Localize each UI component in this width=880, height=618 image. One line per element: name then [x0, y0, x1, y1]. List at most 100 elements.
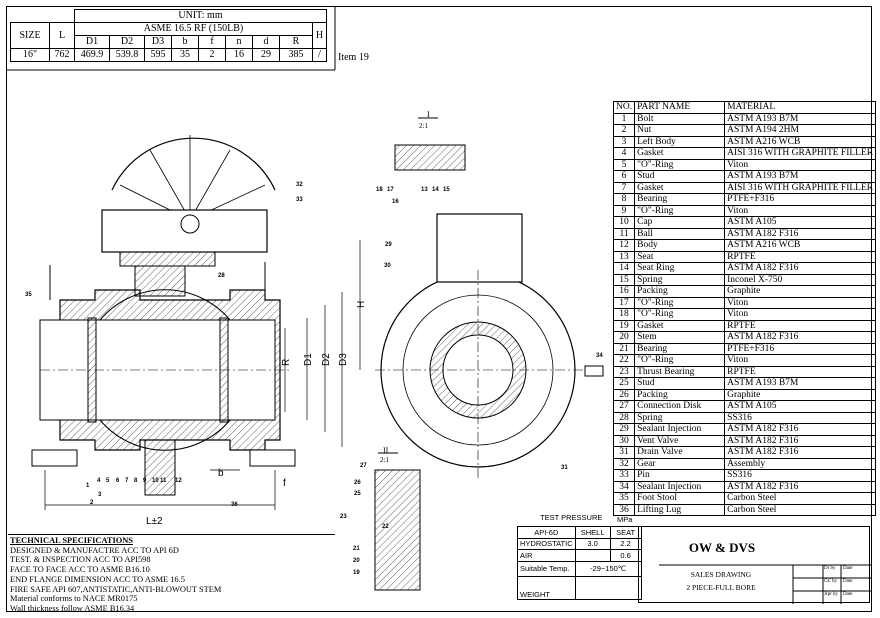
detail-i-label: I [427, 110, 430, 119]
apr-date: Date [843, 592, 853, 597]
tech-line: Wall thickness follow ASME B16.34 [10, 603, 135, 613]
d3-value: 595 [144, 48, 172, 62]
balloon-26: 26 [354, 480, 361, 486]
part-name: Left Body [634, 135, 726, 148]
part-material: ASTM A182 F316 [724, 262, 877, 275]
part-name: "O"-Ring [634, 204, 726, 217]
part-name: Sealant Injection [634, 423, 726, 436]
balloon-35: 35 [25, 292, 32, 298]
pressure-air-seat: 0.6 [609, 549, 642, 562]
part-no: 33 [612, 469, 636, 482]
part-name: Nut [634, 124, 726, 137]
part-material: Carbon Steel [724, 503, 877, 516]
part-no: 18 [612, 308, 636, 321]
part-name: Drain Valve [634, 446, 726, 459]
pressure-air-label: AIR [517, 549, 576, 562]
pressure-col-seat: SEAT [609, 526, 642, 539]
part-no: 22 [612, 354, 636, 367]
part-name: Spring [634, 273, 726, 286]
dim-l: L±2 [146, 516, 163, 527]
balloon-2: 2 [90, 500, 94, 506]
balloon-6: 6 [116, 478, 120, 484]
part-material: RPTFE [724, 365, 877, 378]
balloon-4: 4 [97, 478, 101, 484]
part-no: 30 [612, 434, 636, 447]
part-material: Viton [724, 354, 877, 367]
balloon-10: 10 [152, 478, 159, 484]
apr-by: Apr by [824, 592, 839, 597]
part-material: AISI 316 WITH GRAPHITE FILLER [724, 147, 877, 160]
detail-ii-scale: 2:1 [380, 456, 389, 464]
pressure-hydro-seat: 2.2 [609, 537, 642, 550]
part-name: Packing [634, 388, 726, 401]
part-name: Cap [634, 216, 726, 229]
part-name: "O"-Ring [634, 296, 726, 309]
part-no: 36 [612, 503, 636, 516]
part-no: 1 [612, 112, 636, 125]
part-name: Stem [634, 331, 726, 344]
part-no: 16 [612, 285, 636, 298]
part-no: 15 [612, 273, 636, 286]
balloon-36: 36 [231, 502, 238, 508]
part-name: Seat Ring [634, 262, 726, 275]
dr-by: Dr by [824, 566, 836, 571]
part-material: ASTM A193 B7M [724, 112, 877, 125]
part-name: Packing [634, 285, 726, 298]
part-no: 25 [612, 377, 636, 390]
part-material: RPTFE [724, 250, 877, 263]
part-name: "O"-Ring [634, 308, 726, 321]
part-no: 14 [612, 262, 636, 275]
dim-d2: D2 [321, 353, 332, 366]
pressure-air-shell [574, 549, 611, 562]
r-value: 385 [279, 48, 313, 62]
balloon-17: 17 [387, 187, 394, 193]
part-material: ASTM A182 F316 [724, 446, 877, 459]
technical-specifications: TECHNICAL SPECIFICATIONS DESIGNED & MANU… [8, 534, 335, 614]
part-material: ASTM A105 [724, 216, 877, 229]
part-name: Body [634, 239, 726, 252]
part-name: Foot Stool [634, 492, 726, 505]
balloon-25: 25 [354, 491, 361, 497]
part-name: Bearing [634, 342, 726, 355]
part-no: 19 [612, 319, 636, 332]
tech-line: END FLANGE DIMENSION ACC TO ASME 16.5 [10, 574, 185, 584]
pressure-col-api: API-6D [517, 526, 576, 539]
part-material: Viton [724, 296, 877, 309]
part-no: 12 [612, 239, 636, 252]
part-name: Ball [634, 227, 726, 240]
title-block [638, 526, 871, 604]
weight-value [574, 575, 642, 600]
part-material: PTFE+F316 [724, 342, 877, 355]
weight-label: WEIGHT [517, 575, 576, 600]
part-name: Connection Disk [634, 400, 726, 413]
balloon-11: 11 [160, 478, 167, 484]
part-material: AISI 316 WITH GRAPHITE FILLER [724, 181, 877, 194]
d1-value: 469.9 [74, 48, 110, 62]
test-pressure-table: API-6D SHELL SEAT HYDROSTATIC 3.0 2.2 AI… [517, 526, 642, 600]
balloon-15: 15 [443, 187, 450, 193]
balloon-19: 19 [353, 570, 360, 576]
part-name: Spring [634, 411, 726, 424]
detail-i [394, 117, 466, 171]
part-no: 20 [612, 331, 636, 344]
part-name: Gasket [634, 181, 726, 194]
balloon-33: 33 [296, 197, 303, 203]
part-name: Stud [634, 377, 726, 390]
balloon-12: 12 [175, 478, 182, 484]
part-name: Thrust Bearing [634, 365, 726, 378]
detail-i-scale: 2:1 [419, 122, 428, 130]
